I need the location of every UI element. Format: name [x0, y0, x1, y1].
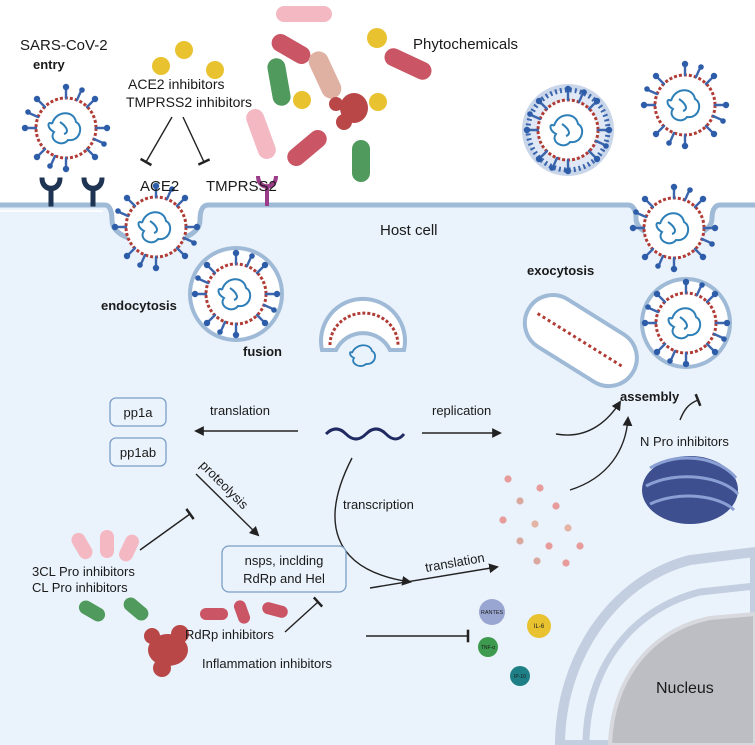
cytokine-il6: IL-6 [527, 614, 551, 638]
pp1ab-box [109, 437, 167, 467]
tmprss2-inhibitors-label: TMPRSS2 inhibitors [126, 94, 252, 110]
released-virion [639, 59, 731, 151]
rdrp-inhibitors-label: RdRp inhibitors [185, 627, 274, 642]
title-entry: entry [33, 57, 66, 72]
nsps-box [221, 545, 347, 593]
cytokine-ip10-label: IP-10 [514, 674, 526, 680]
proteolysis-arrow [195, 473, 260, 537]
inflammation-inhibitors-label: Inflammation inhibitors [202, 656, 333, 671]
ace2-inhibition-line [139, 116, 173, 167]
exocytosis-label: exocytosis [527, 263, 594, 278]
pp1a-box [109, 397, 167, 427]
entry-virion [20, 82, 112, 174]
replication-label: replication [432, 403, 491, 418]
budding-virion [628, 182, 720, 274]
cl-pro-inhibitors-line1: 3CL Pro inhibitors [32, 564, 135, 579]
ace2-inhibitors-label: ACE2 inhibitors [128, 76, 225, 92]
host-cell-membrane [0, 202, 755, 245]
rdrp-inhibitor-pills [200, 600, 288, 624]
protein-to-assembly-arrow [569, 416, 633, 491]
cytokine-ip10: IP-10 [510, 666, 530, 686]
exocytosis-vesicle [522, 293, 639, 389]
released-virion-dense [522, 84, 614, 176]
nucleus [554, 546, 755, 745]
cl-pro-inhibition-line [139, 508, 195, 551]
nsps-label-line2: RdRp and Hel [243, 571, 325, 586]
assembly-vesicle [640, 277, 732, 369]
translation-left-label: translation [210, 403, 270, 418]
cl-pro-inhibitors-line2: CL Pro inhibitors [32, 580, 128, 595]
cytokine-il6-label: IL-6 [534, 624, 545, 630]
assembly-label: assembly [620, 389, 680, 404]
tmprss2-receptor [256, 176, 278, 206]
n-pro-inhibition-line [679, 393, 702, 421]
endoplasmic-reticulum [642, 456, 740, 524]
fusion-vesicle [319, 296, 407, 367]
pp1a-label: pp1a [124, 405, 154, 420]
cytokine-rantes-label: RANTES [481, 610, 504, 616]
cl-pro-inhibitor-pills [71, 530, 149, 622]
ace2-receptor [39, 177, 105, 207]
endosome [188, 246, 284, 342]
rdrp-inhibition-line [284, 596, 324, 633]
replication-to-assembly-arrow [555, 400, 622, 436]
phytochemical-shapes [152, 6, 432, 182]
nsps-label-line1: nsps, inclding [245, 553, 324, 568]
host-cell-label: Host cell [380, 222, 438, 239]
transcription-arrow [334, 457, 412, 586]
viral-rna [324, 427, 406, 441]
ace2-label: ACE2 [140, 178, 179, 195]
endocytosis-virion [110, 181, 202, 273]
cytokine-tnfa-label: TNF-α [481, 645, 495, 651]
pp1ab-label: pp1ab [120, 445, 156, 460]
tmprss2-inhibition-line [182, 116, 211, 166]
nucleus-label: Nucleus [656, 680, 714, 697]
cytokine-tnfa: TNF-α [478, 637, 498, 657]
transcription-label: transcription [343, 497, 414, 512]
tmprss2-label: TMPRSS2 [206, 178, 277, 195]
title-sars-cov-2: SARS-CoV-2 [20, 37, 108, 54]
translation-arrow-right [369, 563, 499, 589]
inflammation-inhibitor-blob [144, 625, 189, 677]
phytochemicals-label: Phytochemicals [413, 36, 518, 53]
endocytosis-label: endocytosis [101, 298, 177, 313]
cytokine-rantes: RANTES [479, 599, 505, 625]
protein-dots [499, 475, 584, 567]
fusion-label: fusion [243, 344, 282, 359]
n-pro-inhibitors-label: N Pro inhibitors [640, 434, 729, 449]
